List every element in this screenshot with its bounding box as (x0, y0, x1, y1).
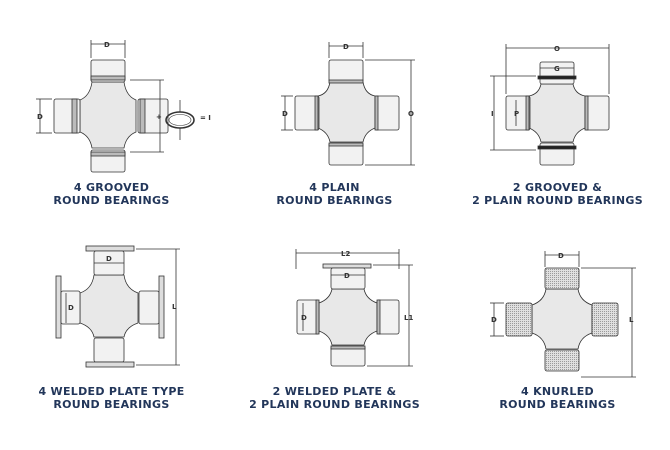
dim-d-left: D (282, 110, 288, 118)
item-2-grooved-2-plain: O G P I 2 GROOVED & 2 PLAIN ROUND BEARIN… (446, 0, 669, 225)
diagram-4-plain: D D O (281, 42, 415, 166)
caption-4-knurled: 4 KNURLED ROUND BEARINGS (499, 385, 616, 411)
dim-o-right: O (408, 110, 414, 118)
diagram-2-grooved-2-plain: O G P I (490, 44, 610, 166)
dim-d-top: D (344, 272, 350, 280)
item-4-plain: D D O 4 PLAIN ROUND BEARINGS (223, 0, 446, 225)
dim-o-top: O (554, 45, 560, 53)
dim-i-left: I (491, 110, 494, 118)
diagram-4-welded-plate: D D L (55, 245, 180, 368)
dim-l2-top: L2 (341, 250, 350, 258)
dim-d-left: D (301, 314, 307, 322)
dim-d-top: D (106, 255, 112, 263)
dim-l-right: L (172, 303, 177, 311)
dim-d-left: D (491, 316, 497, 324)
dim-l-right: L (629, 316, 634, 324)
caption-4-plain: 4 PLAIN ROUND BEARINGS (276, 181, 393, 207)
caption-4-welded-plate: 4 WELDED PLATE TYPE ROUND BEARINGS (38, 385, 185, 411)
diagram-4-knurled: D D L (490, 251, 636, 378)
dim-d-left: D (37, 113, 43, 121)
caption-4-grooved: 4 GROOVED ROUND BEARINGS (53, 181, 170, 207)
dim-eq-i: = I (200, 114, 211, 122)
diagram-4-grooved: D D + = I (36, 40, 211, 173)
dim-g-top: G (554, 65, 560, 73)
item-2-welded-2-plain: L2 D D L1 2 WELDED PLATE & 2 PLAIN ROUND… (223, 225, 446, 450)
item-4-grooved: D D + = I 4 GROOVED ROUND BEARINGS (0, 0, 223, 225)
dim-d-left: D (68, 304, 74, 312)
item-4-welded-plate: D D L 4 WELDED PLATE TYPE ROUND BEARINGS (0, 225, 223, 450)
caption-2-welded-2-plain: 2 WELDED PLATE & 2 PLAIN ROUND BEARINGS (249, 385, 420, 411)
caption-2-grooved-2-plain: 2 GROOVED & 2 PLAIN ROUND BEARINGS (472, 181, 643, 207)
dim-plus: + (156, 113, 162, 121)
dim-l1-right: L1 (404, 314, 413, 322)
diagram-2-welded-2-plain: L2 D D L1 (295, 249, 413, 367)
dim-d-top: D (104, 41, 110, 49)
dim-d-top: D (343, 43, 349, 51)
dim-p: P (514, 110, 519, 118)
dim-d-top: D (558, 252, 564, 260)
item-4-knurled: D D L 4 KNURLED ROUND BEARINGS (446, 225, 669, 450)
